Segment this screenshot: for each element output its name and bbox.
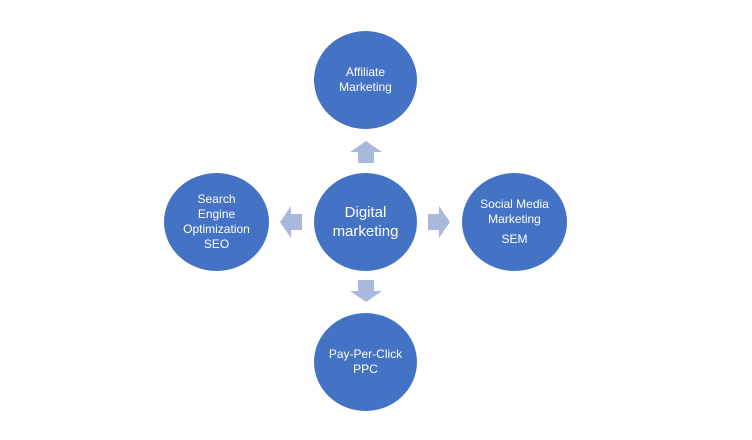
node-sublabel: SEM [501, 232, 528, 246]
center-label-line: Digital [344, 204, 387, 221]
node-label-line: Affiliate [345, 65, 386, 79]
node-label-line: Marketing [339, 80, 392, 94]
node-label-line: PPC [353, 362, 378, 376]
node-label-line: Search [197, 192, 236, 206]
node-label-line: Marketing [488, 212, 541, 226]
social-media-marketing-node: Social Media Marketing SEM [461, 172, 568, 272]
node-label-line: Pay-Per-Click [328, 347, 403, 361]
pay-per-click-node: Pay-Per-Click PPC [313, 312, 418, 412]
seo-node: Search Engine Optimization SEO [163, 172, 270, 272]
arrow-right-icon [428, 206, 450, 238]
arrow-left-icon [280, 206, 302, 238]
digital-marketing-center-node: Digital marketing [313, 172, 418, 272]
node-label-line: Social Media [480, 197, 549, 211]
node-label-line: SEO [203, 237, 230, 251]
node-label-line: Engine [197, 207, 236, 221]
arrow-down-icon [350, 280, 382, 302]
center-label-line: marketing [332, 223, 399, 240]
node-label-line: Optimization [183, 222, 250, 236]
arrow-up-icon [350, 141, 382, 163]
affiliate-marketing-node: Affiliate Marketing [313, 30, 418, 130]
